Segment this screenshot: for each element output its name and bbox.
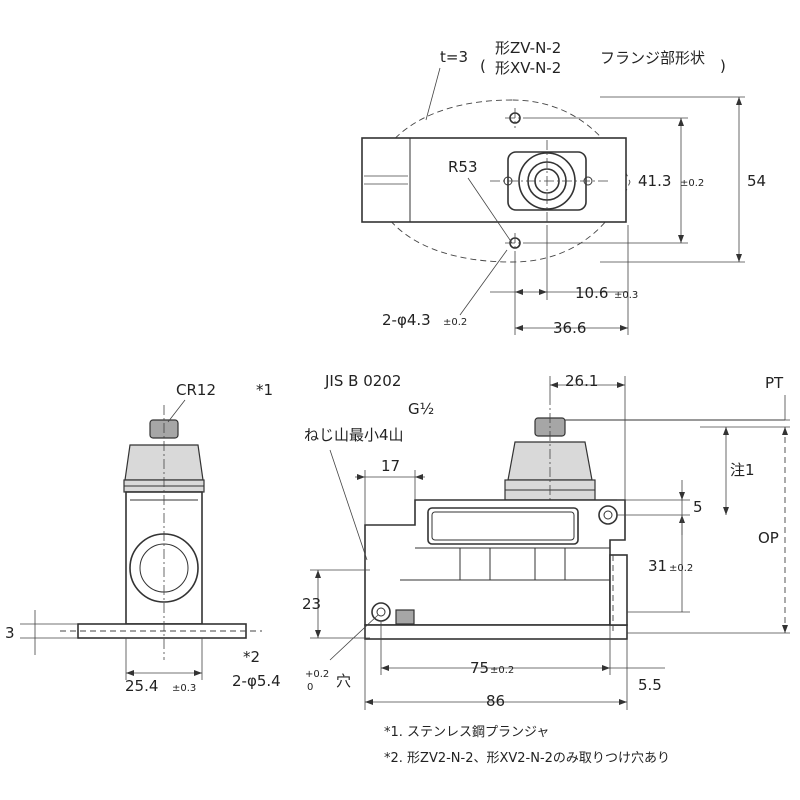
dim-23: 23 bbox=[302, 595, 321, 613]
xv-label: 形XV-N-2 bbox=[495, 59, 561, 77]
g12-label: G½ bbox=[408, 400, 434, 418]
hole-label: 2-φ4.3 bbox=[382, 311, 431, 329]
dim-26-1: 26.1 bbox=[565, 372, 598, 390]
dim-25-4: 25.4 bbox=[125, 677, 158, 695]
note-1: *1. ステンレス鋼プランジャ bbox=[384, 725, 549, 740]
front-base bbox=[364, 624, 628, 640]
front-view bbox=[310, 376, 790, 710]
hole2-suffix: 穴 bbox=[336, 672, 351, 690]
dim-3: 3 bbox=[5, 624, 15, 642]
top-view bbox=[361, 67, 745, 335]
flange-label: フランジ部形状 bbox=[600, 49, 705, 67]
tol-41-3: ±0.2 bbox=[680, 178, 704, 189]
op-label: OP bbox=[758, 529, 779, 547]
front-window bbox=[427, 507, 579, 545]
dim-5-5: 5.5 bbox=[638, 676, 662, 694]
hole2-tol-low: 0 bbox=[307, 682, 313, 693]
cr12-label: CR12 bbox=[176, 381, 216, 399]
tol-31: ±0.2 bbox=[669, 563, 693, 574]
pt-label: PT bbox=[765, 374, 784, 392]
flange-outline bbox=[371, 99, 631, 263]
dim-36-6: 36.6 bbox=[553, 319, 586, 337]
t3-label: t=3 bbox=[440, 48, 468, 66]
side-view bbox=[20, 399, 262, 680]
dim-86: 86 bbox=[486, 692, 505, 710]
dim-41-3: 41.3 bbox=[638, 172, 671, 190]
front-hole-right bbox=[598, 505, 618, 525]
thread-label: ねじ山最小4山 bbox=[304, 426, 404, 444]
hole-tol: ±0.2 bbox=[443, 317, 467, 328]
jis-label: JIS B 0202 bbox=[324, 372, 401, 390]
hole2-label: 2-φ5.4 bbox=[232, 672, 281, 690]
ast2-label: *2 bbox=[243, 648, 260, 666]
tol-75: ±0.2 bbox=[490, 665, 514, 676]
dim-31: 31 bbox=[648, 557, 667, 575]
ast1-label: *1 bbox=[256, 381, 273, 399]
dim-75: 75 bbox=[470, 659, 489, 677]
dim-54: 54 bbox=[747, 172, 766, 190]
dim-17: 17 bbox=[381, 457, 400, 475]
r53-label: R53 bbox=[448, 158, 478, 176]
paren-close: ) bbox=[720, 57, 726, 75]
tol-10-6: ±0.3 bbox=[614, 290, 638, 301]
dim-5: 5 bbox=[693, 498, 703, 516]
note-2: *2. 形ZV2-N-2、形XV2-N-2のみ取りつけ穴あり bbox=[384, 751, 670, 766]
dim-10-6: 10.6 bbox=[575, 284, 608, 302]
paren-open: ( bbox=[480, 57, 486, 75]
tol-25-4: ±0.3 bbox=[172, 683, 196, 694]
zv-label: 形ZV-N-2 bbox=[495, 39, 561, 57]
hole2-tol-up: +0.2 bbox=[305, 669, 329, 680]
note1-label: 注1 bbox=[730, 461, 755, 479]
